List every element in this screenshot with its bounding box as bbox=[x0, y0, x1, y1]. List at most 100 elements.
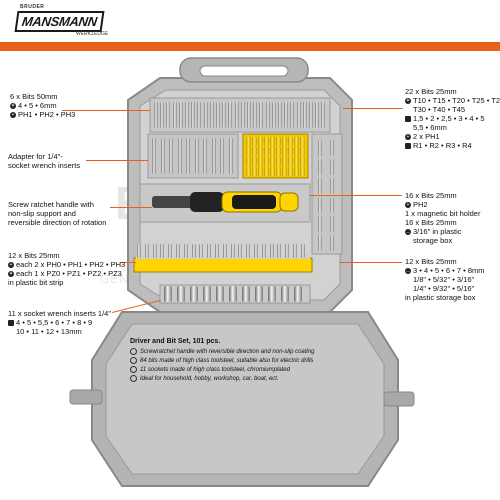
bit-item bbox=[288, 157, 293, 166]
bit-item bbox=[288, 147, 293, 156]
bit-item bbox=[178, 102, 183, 128]
bit-item bbox=[330, 159, 334, 175]
bit-item bbox=[154, 102, 158, 128]
bit-item bbox=[197, 102, 202, 128]
label-bit-strip: 12 x Bits 25mm each 2 x PH0 • PH1 • PH2 … bbox=[8, 251, 125, 287]
bit-item bbox=[252, 147, 257, 156]
bits-16-line1: PH2 bbox=[413, 200, 428, 209]
bit-item bbox=[258, 167, 263, 176]
bit-item bbox=[264, 167, 269, 176]
bit-item bbox=[246, 147, 251, 156]
bits-16-line5: storage box bbox=[413, 236, 453, 245]
leader-adapter bbox=[86, 160, 148, 161]
bit-item bbox=[300, 137, 305, 146]
bit-item bbox=[265, 102, 270, 128]
bit-item bbox=[282, 167, 287, 176]
bit-item bbox=[261, 244, 266, 258]
slotted-icon bbox=[405, 268, 411, 275]
bit-item bbox=[234, 102, 239, 128]
bit-strip-line3: in plastic bit strip bbox=[8, 278, 64, 287]
bit-item bbox=[278, 102, 282, 128]
bit-item bbox=[191, 244, 196, 258]
label-sockets: 11 x socket wrench inserts 1/4" 4 • 5 • … bbox=[8, 309, 111, 336]
bits-12-title: 12 x Bits 25mm bbox=[405, 257, 457, 266]
bit-item bbox=[160, 244, 165, 258]
bits-22-line4: 5,5 • 6mm bbox=[413, 123, 447, 132]
bit-item bbox=[222, 102, 227, 128]
bit-item bbox=[209, 102, 214, 128]
bit-item bbox=[258, 157, 263, 166]
label-ratchet: Screw ratchet handle with non-slip suppo… bbox=[8, 200, 106, 227]
bit-item bbox=[270, 167, 275, 176]
bit-item bbox=[246, 137, 251, 146]
slot-screwdriver-icon bbox=[10, 103, 16, 110]
bits-22-line6: R1 • R2 • R3 • R4 bbox=[413, 141, 472, 150]
bit-item bbox=[330, 178, 334, 194]
hex-socket-icon bbox=[8, 320, 14, 327]
bit-item bbox=[294, 137, 299, 146]
bit-item bbox=[294, 147, 299, 156]
bit-item bbox=[277, 244, 282, 258]
bits-16-line2: 1 x magnetic bit holder bbox=[405, 209, 481, 218]
bit-item bbox=[276, 167, 281, 176]
bit-item bbox=[296, 102, 301, 128]
bit-item bbox=[282, 137, 287, 146]
bit-item bbox=[302, 102, 307, 128]
bit-item bbox=[293, 244, 297, 258]
bit-item bbox=[290, 102, 295, 128]
bit-item bbox=[318, 159, 322, 175]
bits-22-line5: 2 x PH1 bbox=[413, 132, 440, 141]
bit-item bbox=[186, 138, 190, 174]
bit-item bbox=[177, 138, 182, 174]
bit-item bbox=[183, 244, 188, 258]
bit-item bbox=[282, 157, 287, 166]
bit-item bbox=[203, 102, 208, 128]
bit-item bbox=[258, 137, 263, 146]
bit-item bbox=[264, 157, 269, 166]
pozidriv-icon bbox=[8, 271, 14, 278]
label-bits-22: 22 x Bits 25mm T10 • T15 • T20 • T25 • T… bbox=[405, 87, 500, 150]
bit-item bbox=[294, 157, 299, 166]
bit-item bbox=[318, 178, 322, 194]
bit-item bbox=[246, 244, 251, 258]
ratchet-line3: reversible direction of rotation bbox=[8, 218, 107, 227]
bit-item bbox=[270, 157, 275, 166]
slotted-icon bbox=[405, 229, 411, 236]
socket-item bbox=[294, 286, 302, 302]
leader-bits-16 bbox=[310, 195, 402, 196]
bit-item bbox=[207, 244, 212, 258]
socket-item bbox=[216, 286, 224, 302]
bit-item bbox=[203, 138, 207, 174]
bit-item bbox=[144, 244, 149, 258]
socket-item bbox=[255, 286, 263, 302]
bits-22-line3: 1,5 • 2 • 2,5 • 3 • 4 • 5 bbox=[413, 114, 485, 123]
bits-50mm-line2: PH1 • PH2 • PH3 bbox=[18, 110, 76, 119]
socket-item bbox=[177, 286, 185, 302]
bit-item bbox=[211, 138, 216, 174]
bit-item bbox=[318, 140, 322, 156]
bit-item bbox=[309, 102, 313, 128]
bit-item bbox=[300, 244, 305, 258]
bit-item bbox=[259, 102, 264, 128]
sockets-line2: 10 • 11 • 12 • 13mm bbox=[16, 327, 82, 336]
bit-item bbox=[284, 102, 289, 128]
bit-item bbox=[330, 140, 334, 156]
description-item: 84 bits made of high class toolsteel, su… bbox=[130, 357, 375, 366]
bit-item bbox=[172, 102, 177, 128]
bit-item bbox=[160, 102, 165, 128]
bit-strip-title: 12 x Bits 25mm bbox=[8, 251, 60, 260]
leader-ratchet bbox=[110, 207, 152, 208]
bit-item bbox=[276, 137, 281, 146]
bit-item bbox=[285, 244, 290, 258]
hex-key-icon bbox=[405, 116, 411, 123]
bit-item bbox=[228, 102, 233, 128]
bit-strip-line2: each 1 x PZ0 • PZ1 • PZ2 • PZ3 bbox=[16, 269, 122, 278]
bits-16-line3: 16 x Bits 25mm bbox=[405, 218, 457, 227]
bits-22-title: 22 x Bits 25mm bbox=[405, 87, 457, 96]
circle-bullet-icon bbox=[130, 348, 137, 355]
bit-item bbox=[185, 102, 189, 128]
bit-item bbox=[253, 102, 258, 128]
bit-item bbox=[230, 244, 235, 258]
adapter-line1: Adapter for 1/4"- bbox=[8, 152, 63, 161]
